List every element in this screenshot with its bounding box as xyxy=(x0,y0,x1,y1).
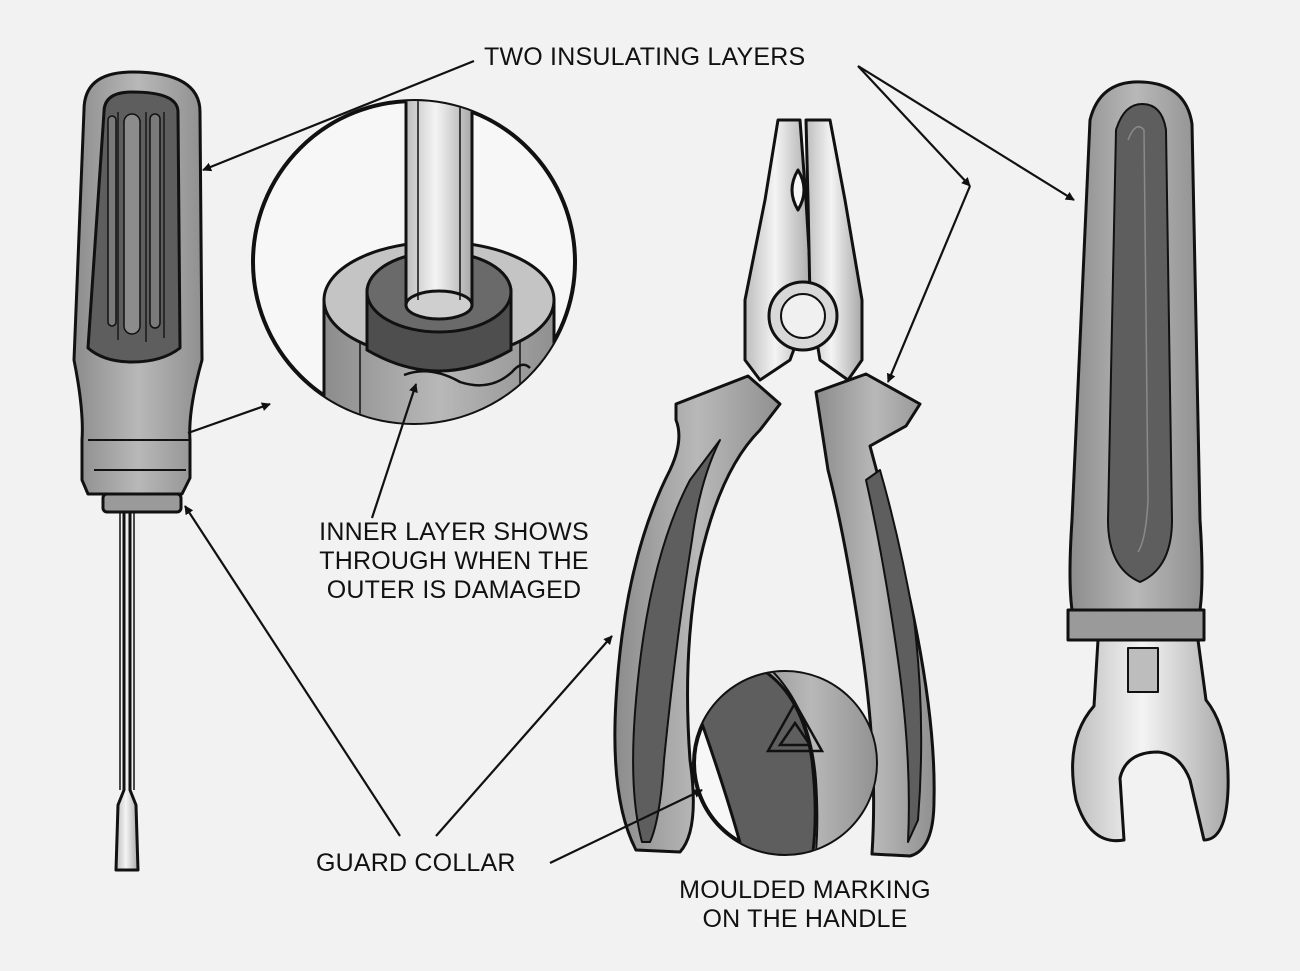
arrow-to-screwdriver-handle xyxy=(202,59,475,172)
wrench-handle-inner xyxy=(1107,103,1173,583)
pliers-right-handle-inner xyxy=(865,469,923,843)
label-inner-layer-line: INNER LAYER SHOWS xyxy=(319,518,589,546)
label-moulded-marking-line: ON THE HANDLE xyxy=(702,905,908,933)
label-two-insulating-layers: TWO INSULATING LAYERS xyxy=(484,43,806,71)
screwdriver-ferrule xyxy=(101,492,183,514)
zoom-shaft xyxy=(404,101,474,307)
pliers xyxy=(613,118,936,858)
label-inner-layer: INNER LAYER SHOWS THROUGH WHEN THE OUTER… xyxy=(284,518,624,605)
screwdriver xyxy=(72,70,204,872)
wrench xyxy=(1066,80,1230,843)
arrow-guard-to-pliers xyxy=(435,635,613,837)
annotation-arrows xyxy=(184,59,1075,864)
label-inner-layer-line: OUTER IS DAMAGED xyxy=(326,576,582,604)
label-guard-collar: GUARD COLLAR xyxy=(316,849,516,877)
arrow-to-pliers-handle-a xyxy=(857,65,971,187)
label-inner-layer-line: THROUGH WHEN THE xyxy=(319,547,589,575)
wrench-head xyxy=(1071,638,1230,843)
double-triangle-icon xyxy=(765,700,825,753)
screwdriver-shaft xyxy=(114,508,140,872)
zoom-damage-detail xyxy=(251,99,577,425)
zoom-marking-detail xyxy=(692,670,878,856)
arrow-guard-to-marking xyxy=(549,789,703,864)
pliers-left-handle-inner xyxy=(632,439,721,843)
arrow-to-pliers-handle-b xyxy=(886,185,972,383)
label-moulded-marking-line: MOULDED MARKING xyxy=(679,876,931,904)
label-moulded-marking: MOULDED MARKING ON THE HANDLE xyxy=(650,876,960,934)
arrow-to-inner-layer xyxy=(370,383,418,519)
wrench-collar xyxy=(1066,608,1206,642)
arrow-to-zoom-circle xyxy=(187,402,271,435)
arrow-to-wrench-handle xyxy=(857,65,1075,201)
arrow-guard-to-screwdriver xyxy=(184,505,401,837)
